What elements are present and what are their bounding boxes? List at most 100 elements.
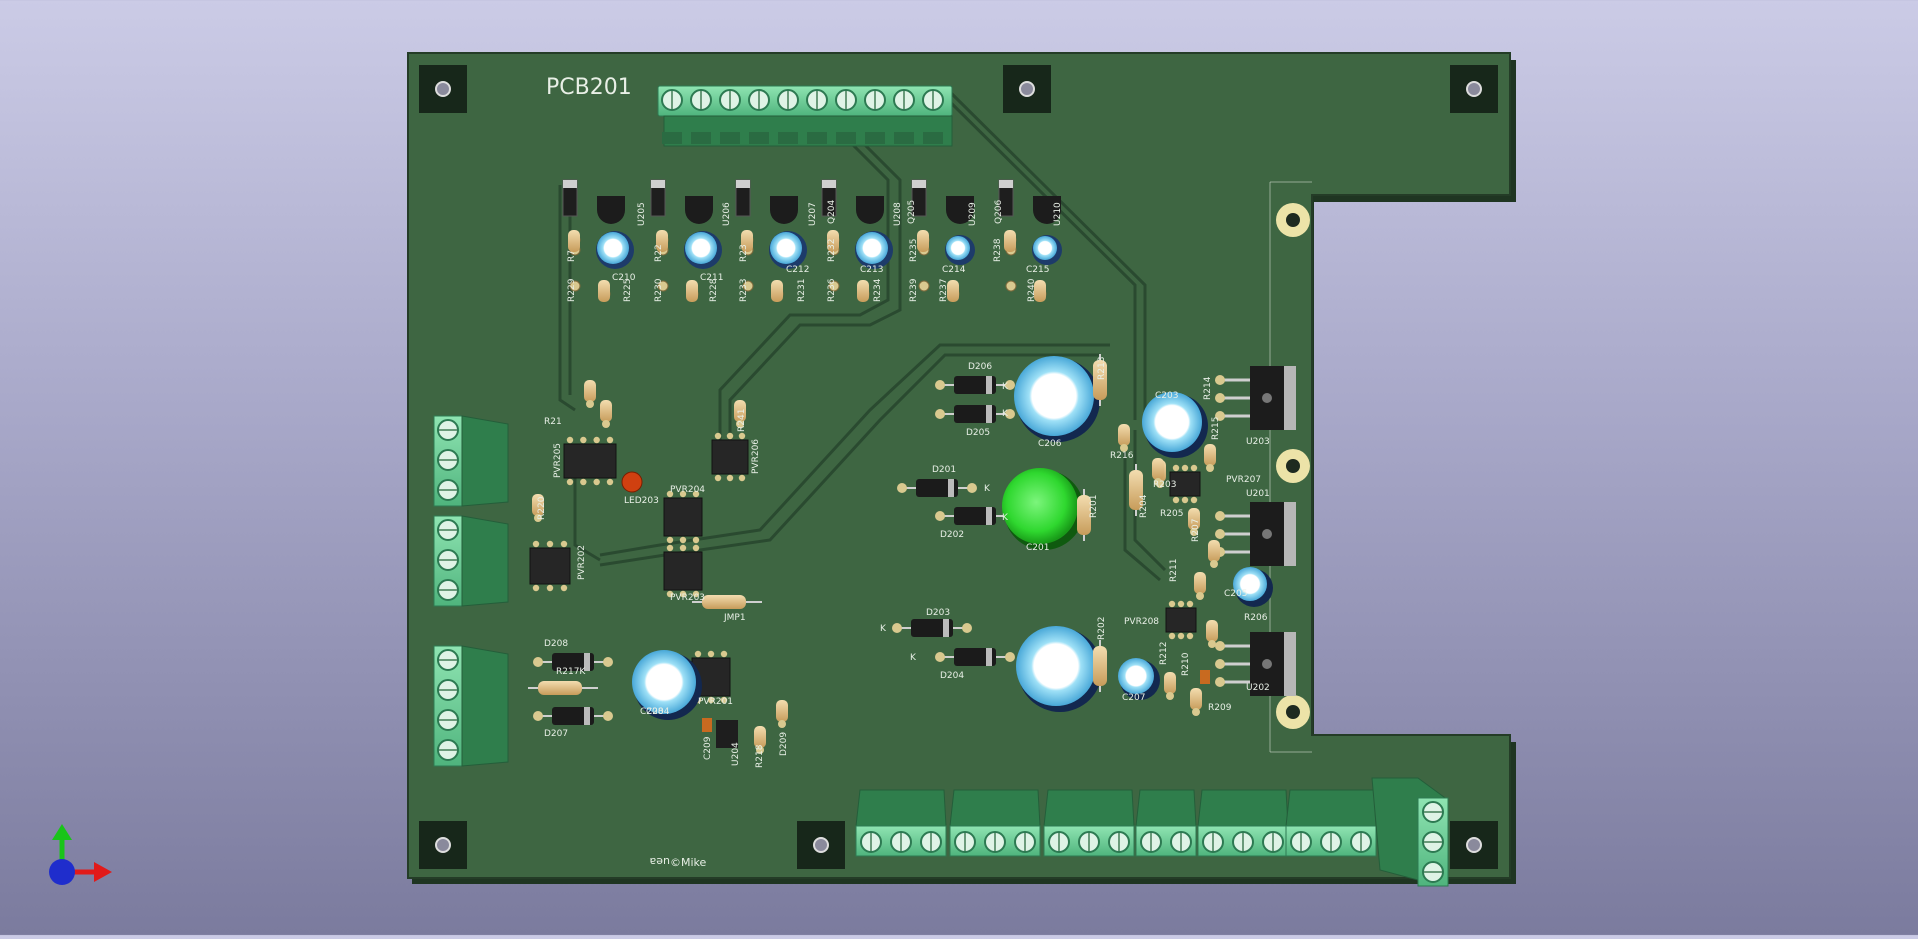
electrolytic-cap xyxy=(1014,356,1094,436)
terminal-pin-slot xyxy=(778,132,798,144)
pad xyxy=(603,657,613,667)
dip-pin xyxy=(679,536,687,544)
to220-regulators xyxy=(1215,366,1296,696)
small-electrolytic-cap xyxy=(1033,236,1057,260)
silk-r-label: R229 xyxy=(567,278,577,302)
to92-package xyxy=(716,720,738,748)
silk-c-label: C211 xyxy=(700,273,723,283)
resistor-body xyxy=(538,681,582,695)
silk-part-label: C209 xyxy=(703,736,713,760)
silk-r-label: R207 xyxy=(1191,519,1201,542)
silk-part-label: PVR201 xyxy=(698,697,733,707)
dip-ic xyxy=(1165,607,1197,633)
dip-ic xyxy=(529,547,571,585)
electrolytic-cap xyxy=(1233,567,1267,601)
regulator-heatsink-tab xyxy=(1284,366,1296,430)
small-electrolytic-cap xyxy=(856,232,888,264)
transistor-body-flat xyxy=(856,196,884,210)
axis-gizmo[interactable] xyxy=(49,824,112,885)
terminal-block-body xyxy=(461,645,509,767)
dip-pin xyxy=(1177,632,1185,640)
regulator-heatsink-tab xyxy=(1284,502,1296,566)
dip-pin xyxy=(694,650,702,658)
pad xyxy=(828,280,840,292)
vertical-resistor xyxy=(568,230,580,252)
pad xyxy=(1215,529,1225,539)
silk-q-label: Q204 xyxy=(827,199,837,224)
board-cutout-line xyxy=(1270,181,1312,753)
to92-tab xyxy=(736,180,750,188)
silk-part-label: D207 xyxy=(544,729,568,739)
pad xyxy=(897,483,907,493)
diode-band xyxy=(943,619,949,637)
silk-cap-label: C206 xyxy=(1038,439,1062,449)
regulator-hole xyxy=(1262,529,1272,539)
vertical-resistor xyxy=(1190,688,1202,710)
vertical-resistor xyxy=(741,230,753,252)
silk-part-label: PVR202 xyxy=(577,545,587,580)
electrolytic-cap xyxy=(1118,658,1154,694)
vertical-resistor xyxy=(1004,230,1016,252)
diode-body xyxy=(552,707,594,725)
diode-band xyxy=(986,405,992,423)
vertical-resistor xyxy=(1118,424,1130,446)
silk-k-label: K xyxy=(880,624,887,634)
resistor-body xyxy=(1077,495,1091,535)
signature-line-2: ©Mike xyxy=(670,856,707,869)
transistor-body-flat xyxy=(685,196,713,210)
dip-pin xyxy=(738,432,746,440)
dip-pin xyxy=(720,650,728,658)
silk-c-label: C214 xyxy=(942,265,966,275)
pad xyxy=(1208,640,1216,648)
pad xyxy=(1215,511,1225,521)
small-electrolytic-cap xyxy=(685,232,717,264)
bottom-terminal-blocks xyxy=(855,777,1449,887)
terminal-pin-slot xyxy=(720,132,740,144)
terminal-pin-slot xyxy=(807,132,827,144)
silk-r-label: R228 xyxy=(709,278,719,302)
electrolytic-cap xyxy=(632,650,696,714)
vertical-resistor xyxy=(857,280,869,302)
silk-diode-label: D204 xyxy=(940,671,964,681)
to92-tab xyxy=(912,180,926,188)
silk-part-label: PVR204 xyxy=(670,485,705,495)
to92-tab xyxy=(999,180,1013,188)
diode-body xyxy=(954,507,996,525)
silk-r-label: R213 xyxy=(1097,357,1107,380)
to92-tab xyxy=(822,180,836,188)
silk-r-label: R7 xyxy=(567,250,577,262)
to92-tab xyxy=(651,180,665,188)
vertical-resistor xyxy=(754,726,766,748)
resistor-body xyxy=(702,595,746,609)
mounting-hole xyxy=(435,81,451,97)
silk-diode-label: D206 xyxy=(968,362,992,372)
regulator-heatsink-tab xyxy=(1284,632,1296,696)
silk-part-label: JMP1 xyxy=(723,613,746,623)
silk-reg-label: U201 xyxy=(1246,489,1270,499)
diode-band xyxy=(986,507,992,525)
dip-pin xyxy=(1186,600,1194,608)
pad xyxy=(1196,592,1204,600)
board-title: PCB201 xyxy=(546,75,632,100)
terminal-pin-slot xyxy=(691,132,711,144)
silk-r-label: R215 xyxy=(1211,417,1221,440)
terminal-pin-slot xyxy=(923,132,943,144)
small-electrolytic-cap xyxy=(946,236,970,260)
silk-k-label: K xyxy=(1002,409,1009,419)
vertical-resistor xyxy=(532,494,544,516)
vertical-resistor xyxy=(1208,540,1220,562)
diode-body xyxy=(954,376,996,394)
left-terminal-blocks xyxy=(433,415,509,767)
dip-ic xyxy=(711,439,749,475)
pad xyxy=(1215,393,1225,403)
small-parts xyxy=(532,380,1220,754)
electrolytic-cap xyxy=(1002,468,1078,544)
silk-r-label: R238 xyxy=(993,238,1003,262)
dip-pin xyxy=(679,544,687,552)
dip-ic xyxy=(663,497,703,537)
edge-pads xyxy=(1276,203,1310,729)
mounting-hole xyxy=(435,837,451,853)
silk-c-label: C213 xyxy=(860,265,883,275)
silk-part-label: R217K xyxy=(556,667,586,677)
